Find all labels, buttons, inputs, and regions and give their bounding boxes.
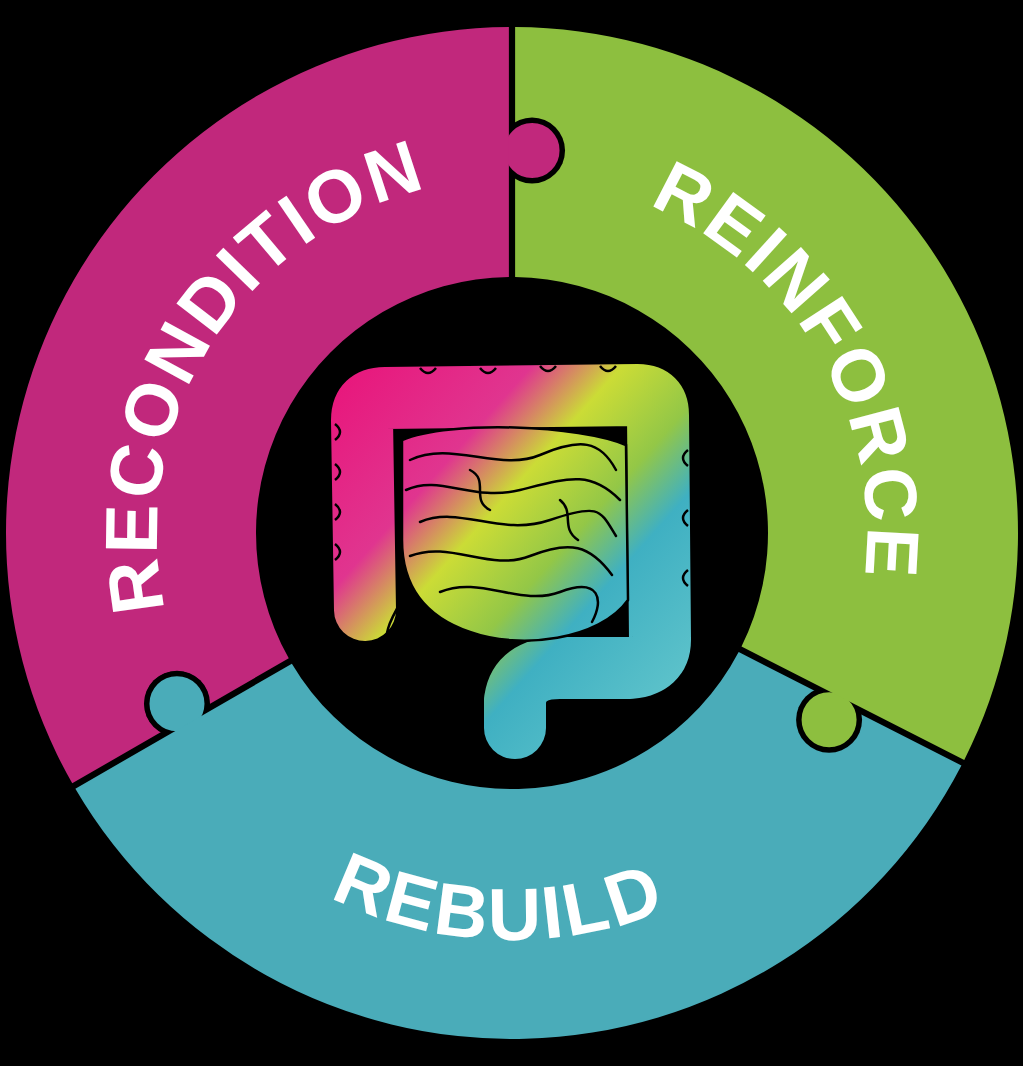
- puzzle-tab: [147, 674, 207, 734]
- segment-fill: [515, 27, 1018, 760]
- segment-fill: [75, 652, 961, 1039]
- puzzle-tab: [502, 121, 562, 181]
- segment-label: REBUILD: [323, 836, 674, 956]
- segment-label: REINFORCE: [642, 145, 935, 583]
- segment-label: RECONDITION: [90, 123, 434, 619]
- puzzle-tab: [799, 690, 859, 750]
- segment-fill: [6, 27, 509, 783]
